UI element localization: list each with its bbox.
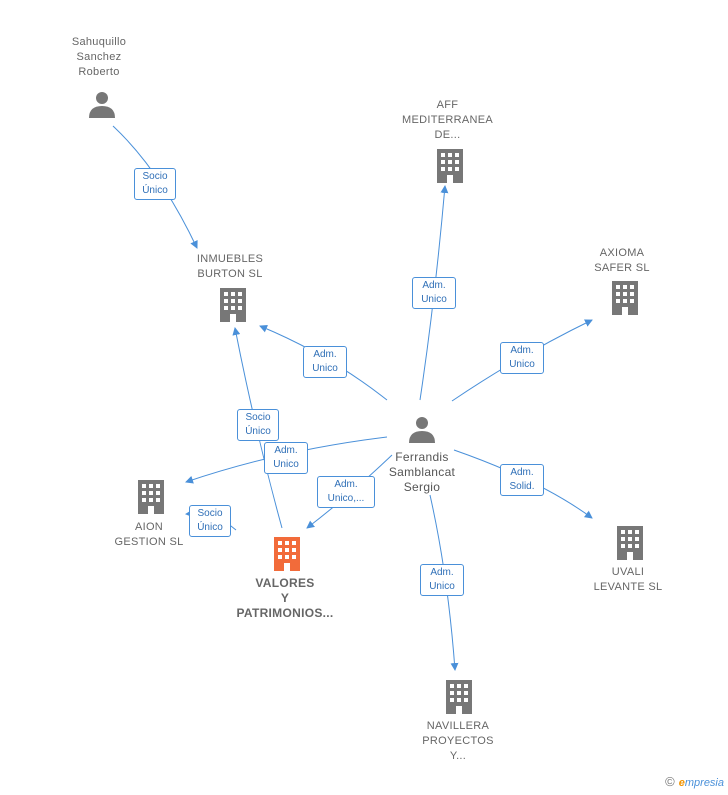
edge-label-adm-unico[interactable]: Adm. Unico bbox=[412, 277, 456, 309]
edge-label-adm-unico[interactable]: Adm. Unico bbox=[500, 342, 544, 374]
edge-label-adm-unico[interactable]: Adm. Unico bbox=[420, 564, 464, 596]
node-label-inmuebles[interactable]: INMUEBLES BURTON SL bbox=[196, 253, 264, 280]
node-label-axioma[interactable]: AXIOMA SAFER SL bbox=[594, 247, 650, 274]
brand-e: e bbox=[678, 777, 685, 789]
edge-label-socio-unico[interactable]: Socio Único bbox=[134, 168, 176, 200]
node-label-valores[interactable]: VALORES Y PATRIMONIOS... bbox=[236, 576, 334, 620]
building-icon[interactable] bbox=[609, 281, 641, 315]
node-label-ferrandis[interactable]: Ferrandis Samblancat Sergio bbox=[388, 450, 456, 494]
node-label-uvali[interactable]: UVALI LEVANTE SL bbox=[593, 566, 663, 593]
person-icon[interactable] bbox=[87, 89, 117, 119]
edge-label-adm-unico[interactable]: Adm. Unico bbox=[303, 346, 347, 378]
edge-label-socio-unico[interactable]: Socio Único bbox=[237, 409, 279, 441]
building-icon[interactable] bbox=[217, 288, 249, 322]
edge-label-socio-unico[interactable]: Socio Único bbox=[189, 505, 231, 537]
building-icon-main[interactable] bbox=[271, 537, 303, 571]
node-label-navillera[interactable]: NAVILLERA PROYECTOS Y... bbox=[422, 720, 494, 762]
node-label-aion[interactable]: AION GESTION SL bbox=[114, 521, 184, 548]
brand-name: mpresia bbox=[684, 777, 724, 789]
edge-label-adm-unico-multi[interactable]: Adm. Unico,... bbox=[317, 476, 375, 508]
building-icon[interactable] bbox=[614, 526, 646, 560]
building-icon[interactable] bbox=[135, 480, 167, 514]
building-icon[interactable] bbox=[443, 680, 475, 714]
copyright-icon: © bbox=[665, 774, 675, 789]
person-icon[interactable] bbox=[407, 414, 437, 444]
edge-label-adm-unico[interactable]: Adm. Unico bbox=[264, 442, 308, 474]
building-icon[interactable] bbox=[434, 149, 466, 183]
footer-brand: ©empresia bbox=[665, 774, 724, 789]
node-label-aff[interactable]: AFF MEDITERRANEA DE... bbox=[402, 99, 493, 141]
edge-label-adm-solid[interactable]: Adm. Solid. bbox=[500, 464, 544, 496]
node-label-sahuquillo[interactable]: Sahuquillo Sanchez Roberto bbox=[71, 36, 127, 78]
